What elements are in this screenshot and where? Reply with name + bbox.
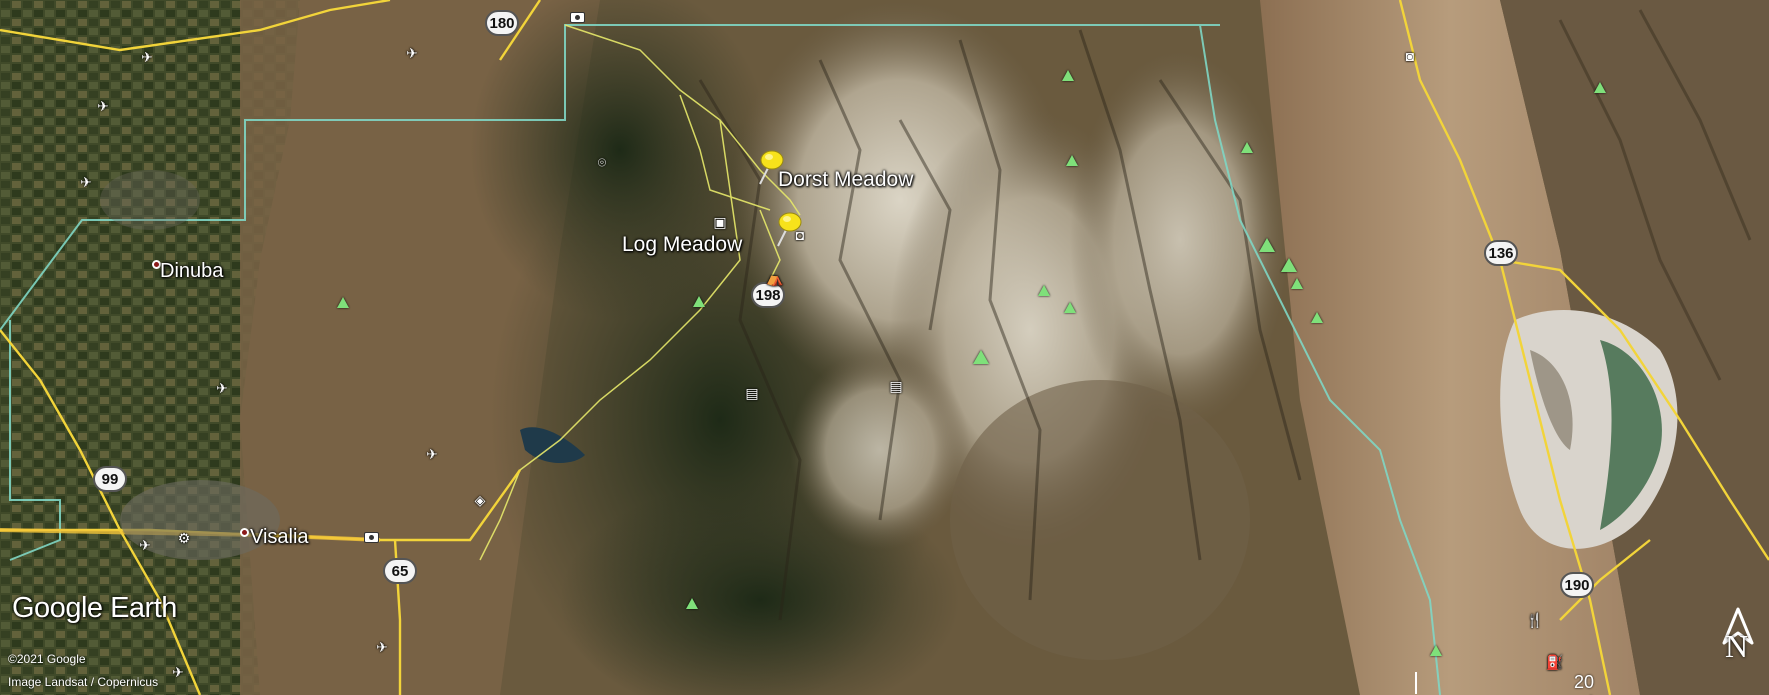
scale-bar-tick	[1415, 672, 1417, 694]
imagery-credit: Image Landsat / Copernicus	[8, 675, 159, 689]
mountain-peak-icon[interactable]	[693, 296, 705, 307]
mountain-peak-icon[interactable]	[1038, 285, 1050, 296]
yellow-pushpin-icon	[777, 212, 802, 247]
log-meadow-label[interactable]: Log Meadow	[622, 233, 743, 256]
route-198-shield[interactable]: 198	[751, 282, 785, 308]
google-earth-logo: Google Earth	[12, 592, 177, 624]
camera-icon[interactable]	[570, 12, 585, 23]
gas-station-icon[interactable]: ⛽	[1546, 653, 1564, 670]
route-180-shield[interactable]: 180	[485, 10, 519, 36]
airplane-icon[interactable]: ✈	[80, 173, 92, 190]
restaurant-icon[interactable]: 🍴	[1526, 611, 1544, 628]
mountain-peak-icon[interactable]	[1241, 142, 1253, 153]
mountain-peak-icon[interactable]	[686, 598, 698, 609]
gear-icon[interactable]: ⚙	[177, 529, 191, 546]
compass-north-label[interactable]: N	[1725, 628, 1749, 664]
route-99-shield[interactable]: 99	[93, 466, 127, 492]
visitor-center-icon[interactable]: ▣	[713, 213, 727, 230]
dorst-meadow-label[interactable]: Dorst Meadow	[778, 168, 914, 191]
mountain-peak-icon[interactable]	[1291, 278, 1303, 289]
dinuba-label[interactable]: Dinuba	[160, 260, 224, 282]
route-136-shield[interactable]: 136	[1484, 240, 1518, 266]
mountain-peak-icon[interactable]	[1311, 312, 1323, 323]
scale-label: 20 mi	[1574, 672, 1595, 695]
info-icon[interactable]: ◙	[1405, 48, 1415, 64]
city-dot-icon	[240, 528, 249, 537]
radio-tower-icon[interactable]: ⌾	[597, 153, 607, 170]
airplane-icon[interactable]: ✈	[139, 536, 151, 553]
route-65-shield[interactable]: 65	[383, 558, 417, 584]
copyright-text: ©2021 Google	[8, 652, 86, 666]
route-190-shield[interactable]: 190	[1560, 572, 1594, 598]
mountain-peak-icon[interactable]	[1064, 302, 1076, 313]
airplane-icon[interactable]: ✈	[141, 48, 153, 65]
airplane-icon[interactable]: ✈	[216, 379, 228, 396]
mountain-peak-icon[interactable]	[1062, 70, 1074, 81]
airplane-icon[interactable]: ✈	[376, 638, 388, 655]
airplane-icon[interactable]: ✈	[406, 44, 418, 61]
mountain-peak-icon[interactable]	[1430, 645, 1442, 656]
camera-icon[interactable]	[364, 532, 379, 543]
mountain-peak-icon[interactable]	[1066, 155, 1078, 166]
hotel-icon[interactable]: ▤	[745, 384, 759, 401]
mountain-peak-icon[interactable]	[1259, 238, 1275, 252]
mountain-peak-icon[interactable]	[1281, 258, 1297, 272]
airplane-icon[interactable]: ✈	[97, 97, 109, 114]
city-dot-icon	[152, 260, 161, 269]
campground-icon[interactable]: ⛺	[766, 269, 784, 286]
north-arrow-icon[interactable]	[1720, 592, 1756, 662]
lodging-icon[interactable]: ◈	[474, 491, 486, 508]
log-meadow-pin[interactable]	[768, 210, 804, 250]
mountain-peak-icon[interactable]	[337, 297, 349, 308]
mountain-peak-icon[interactable]	[1594, 82, 1606, 93]
camera-icon[interactable]: ◘	[795, 227, 805, 243]
visalia-label[interactable]: Visalia	[250, 526, 309, 548]
mountain-peak-icon[interactable]	[973, 350, 989, 364]
airplane-icon[interactable]: ✈	[172, 663, 184, 680]
scale-bar: 20 mi	[1415, 672, 1595, 695]
airplane-icon[interactable]: ✈	[426, 445, 438, 462]
yellow-pushpin-icon	[759, 150, 784, 185]
dorst-meadow-pin[interactable]	[750, 148, 786, 188]
hotel-icon[interactable]: ▤	[889, 377, 903, 394]
